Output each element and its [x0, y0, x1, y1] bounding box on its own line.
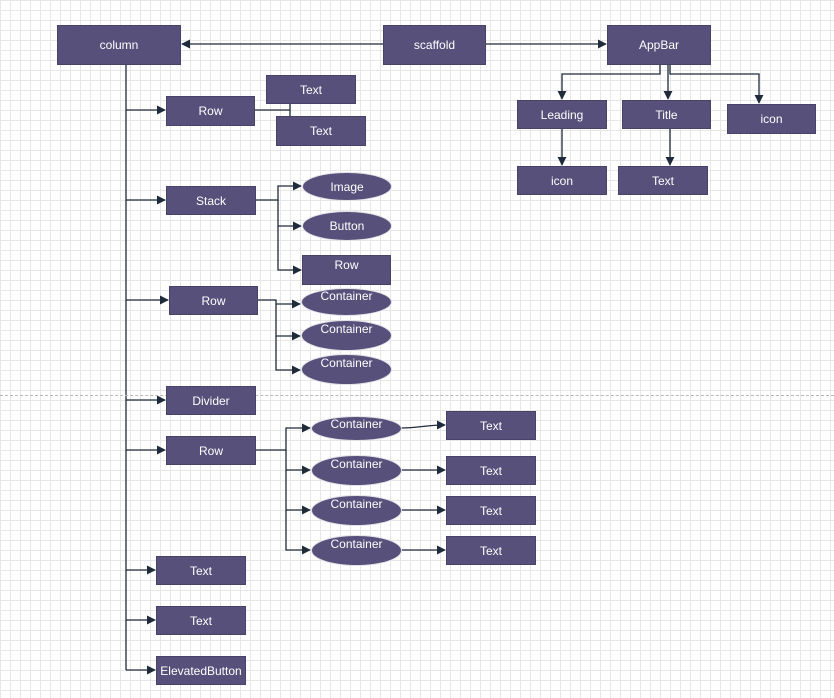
node-column[interactable]: column: [57, 25, 181, 65]
node-title[interactable]: Title: [622, 100, 711, 129]
node-elevated-button[interactable]: ElevatedButton: [156, 656, 246, 685]
node-row1-text1[interactable]: Text: [266, 75, 356, 104]
node-scaffold[interactable]: scaffold: [383, 25, 486, 65]
edge-row2-container3: [275, 336, 301, 375]
edge-stack-image: [256, 181, 302, 201]
edge-row3-container1: [256, 423, 311, 451]
node-appbar-icon[interactable]: icon: [727, 104, 816, 134]
node-row3-container1[interactable]: Container: [311, 416, 402, 441]
edge-row1-texts: [255, 104, 291, 117]
node-stack[interactable]: Stack: [166, 186, 256, 215]
node-text-a[interactable]: Text: [156, 556, 246, 585]
node-row3-text3[interactable]: Text: [446, 496, 536, 525]
node-stack-button[interactable]: Button: [302, 211, 392, 241]
node-title-text[interactable]: Text: [618, 166, 708, 195]
edge-stack-row: [277, 226, 302, 275]
node-row2[interactable]: Row: [169, 286, 258, 315]
page-break-line: [0, 395, 834, 396]
edge-row3-container3: [285, 470, 311, 515]
node-row1-text2[interactable]: Text: [276, 116, 366, 146]
node-leading[interactable]: Leading: [517, 100, 607, 129]
node-stack-image[interactable]: Image: [302, 172, 392, 201]
edge-stack-button: [277, 200, 302, 231]
node-row3[interactable]: Row: [166, 436, 256, 465]
node-row1[interactable]: Row: [166, 96, 255, 126]
node-appbar[interactable]: AppBar: [607, 25, 711, 65]
node-row3-container2[interactable]: Container: [311, 455, 402, 486]
edge-row3-container2: [285, 450, 311, 475]
edge-c1-text: [400, 420, 446, 430]
node-row3-text2[interactable]: Text: [446, 456, 536, 485]
node-divider[interactable]: Divider: [166, 386, 256, 415]
node-stack-row[interactable]: Row: [302, 255, 391, 285]
edge-row2-container2: [275, 304, 301, 341]
edge-appbar-leading: [557, 64, 661, 100]
node-row2-container1[interactable]: Container: [301, 288, 392, 316]
node-text-b[interactable]: Text: [156, 606, 246, 635]
node-row3-text4[interactable]: Text: [446, 536, 536, 565]
edge-appbar-icon: [669, 64, 764, 104]
node-row3-container3[interactable]: Container: [311, 495, 402, 526]
node-leading-icon[interactable]: icon: [517, 166, 607, 195]
node-row2-container3[interactable]: Container: [301, 354, 392, 385]
node-row2-container2[interactable]: Container: [301, 320, 392, 351]
edge-row2-container1: [258, 299, 301, 309]
node-row3-container4[interactable]: Container: [311, 535, 402, 566]
node-row3-text1[interactable]: Text: [446, 411, 536, 440]
edge-row3-container4: [285, 510, 311, 555]
